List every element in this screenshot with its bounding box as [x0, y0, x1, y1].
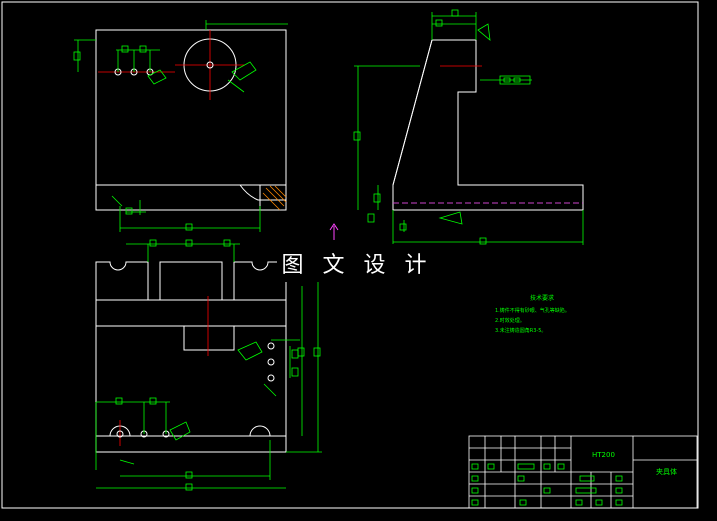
tech-req-heading: 技术要求 — [530, 294, 554, 302]
title-block-labels — [471, 463, 623, 506]
front-view — [95, 239, 322, 491]
part-name-label: 夹具体 — [656, 467, 677, 476]
title-block — [468, 435, 698, 509]
watermark-label: 图 文 设 计 — [277, 244, 437, 282]
tech-req-line-1: 1.铸件不得有砂眼、气孔等缺陷。 — [495, 307, 570, 314]
material-label: HT200 — [592, 451, 615, 459]
projection-marker-icon — [329, 223, 339, 240]
tech-req-line-3: 3.未注铸造圆角R3-5。 — [495, 327, 546, 334]
tech-req-line-2: 2.时效处理。 — [495, 317, 525, 324]
tech-requirements: 技术要求 1.铸件不得有砂眼、气孔等缺陷。 2.时效处理。 3.未注铸造圆角R3… — [495, 294, 570, 334]
top-view — [73, 20, 288, 232]
drawing-frame — [1, 1, 699, 509]
side-view — [353, 9, 584, 245]
